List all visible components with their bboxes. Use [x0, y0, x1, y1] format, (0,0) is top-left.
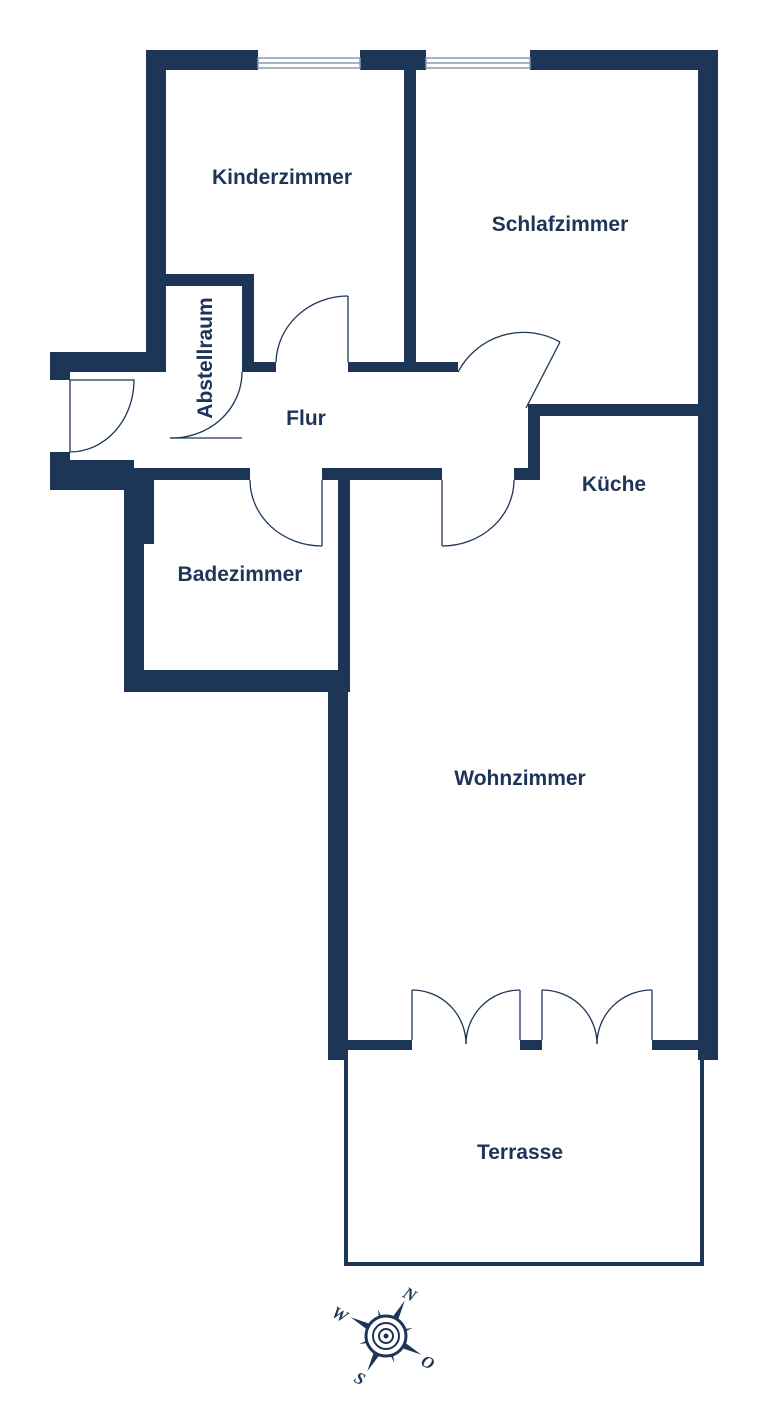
door-abstellraum-arc: [169, 371, 243, 439]
wall-bad-left-inner: [144, 480, 154, 544]
wall-entrance-left-top: [50, 352, 70, 380]
wall-wohn-bottom-c: [652, 1040, 698, 1050]
room-label-abstellraum: Abstellraum: [194, 297, 217, 418]
wall-flur-bottom-b: [322, 468, 442, 480]
wall-entrance-bottom: [50, 470, 144, 490]
wall-kueche-top: [528, 404, 698, 416]
door-entrance-arc: [69, 379, 135, 453]
wall-outer-left-upper: [146, 50, 166, 372]
wall-entrance-inner: [50, 460, 134, 470]
wall-entrance-top: [50, 352, 166, 372]
room-label-kueche: Küche: [582, 473, 646, 496]
room-label-terrasse: Terrasse: [477, 1141, 563, 1164]
wall-bad-bottom: [124, 670, 348, 692]
door-badezimmer-arc: [249, 479, 323, 547]
wall-bad-right: [338, 480, 350, 692]
room-label-wohnzimmer: Wohnzimmer: [454, 767, 585, 790]
room-label-flur: Flur: [286, 407, 326, 430]
wall-top-right: [530, 50, 718, 70]
room-labels: Kinderzimmer Schlafzimmer Abstellraum Fl…: [178, 166, 647, 1164]
wall-wohn-bottom-a: [348, 1040, 412, 1050]
wall-abstell-top: [166, 274, 254, 286]
wall-top-middle: [360, 50, 426, 70]
wall-top-left: [146, 50, 258, 70]
wall-abstell-right: [242, 274, 254, 372]
wall-wohn-bottom-b: [520, 1040, 542, 1050]
wall-kueche-left: [528, 404, 540, 480]
wall-bad-left: [124, 480, 144, 692]
door-terrasse-4-arc: [596, 989, 653, 1045]
walls: [50, 50, 718, 1060]
windows: [257, 57, 531, 69]
room-label-schlafzimmer: Schlafzimmer: [492, 213, 629, 236]
wall-flur-top-b: [348, 362, 458, 372]
wall-flur-bottom-a: [134, 468, 250, 480]
compass-rose-icon: N O S W: [329, 1283, 438, 1389]
room-label-badezimmer: Badezimmer: [178, 563, 303, 586]
room-label-kinderzimmer: Kinderzimmer: [212, 166, 352, 189]
door-terrasse-1-arc: [411, 989, 467, 1045]
wall-flur-top-a: [242, 362, 276, 372]
wall-flur-bottom-c: [514, 468, 540, 480]
wall-outer-right: [698, 50, 718, 1060]
door-schlafzimmer-arc: [457, 331, 561, 373]
door-terrasse-3-arc: [541, 989, 598, 1045]
door-kinderzimmer-arc: [275, 295, 349, 363]
wall-wohn-left: [328, 680, 348, 1060]
wall-kinder-schlaf: [404, 70, 416, 370]
door-wohnzimmer-arc: [441, 479, 515, 547]
doors: [69, 295, 653, 1045]
door-schlafzimmer-leaf: [525, 341, 561, 409]
door-terrasse-2-arc: [465, 989, 521, 1045]
terrasse-outline: [344, 1050, 704, 1266]
